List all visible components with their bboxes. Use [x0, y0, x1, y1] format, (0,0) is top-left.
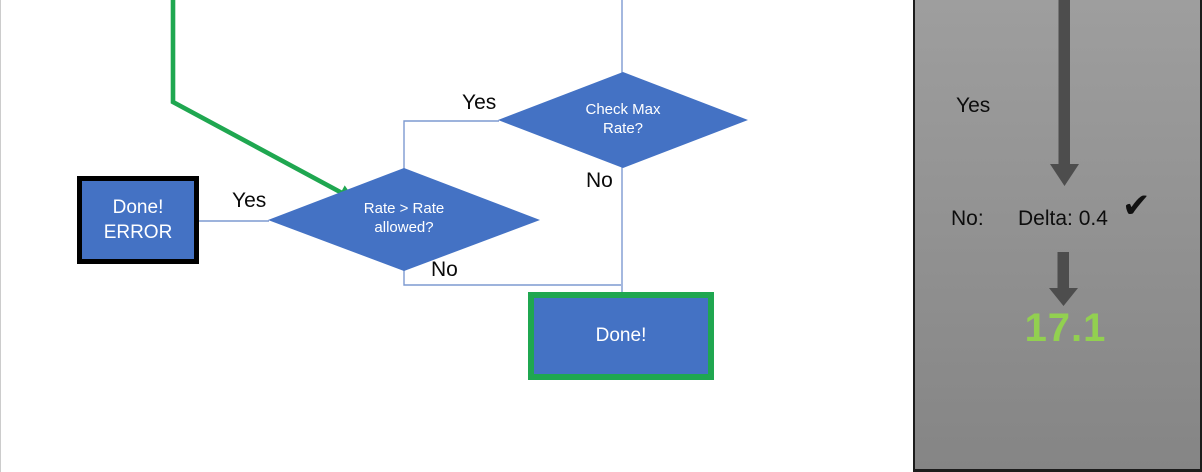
big-arrow-down-icon: [1050, 164, 1079, 186]
decision-check-max-rate: [498, 72, 748, 168]
panel-yes-label: Yes: [956, 94, 991, 117]
panel-no-label: No:: [951, 207, 984, 230]
terminal-done-error-line2: ERROR: [103, 222, 173, 243]
branch-label-checkmax-yes: Yes: [462, 91, 497, 114]
connector-rate-no-to-done: [403, 269, 621, 286]
green-arrow-line: [170, 0, 344, 196]
decision-rate-allowed-line1: Rate > Rate: [363, 200, 445, 217]
panel-result-value: 17.1: [1024, 306, 1107, 350]
decision-check-max-rate-line1: Check Max: [585, 101, 661, 118]
terminal-done-label: Done!: [595, 325, 647, 346]
checkmark-icon: ✔: [1122, 187, 1151, 225]
canvas-left-edge: [0, 0, 1, 472]
terminal-done-error: Done! ERROR: [77, 176, 199, 264]
panel-delta-value: Delta: 0.4: [1018, 207, 1108, 230]
small-arrow-down-icon: [1049, 288, 1078, 306]
terminal-done: Done!: [528, 292, 714, 380]
big-arrow-shaft: [1058, 0, 1070, 165]
small-arrow-shaft: [1057, 252, 1069, 289]
side-panel: [913, 0, 1202, 472]
decision-rate-allowed: [268, 168, 540, 271]
connector-checkmax-yes-to-rate: [403, 120, 499, 169]
branch-label-checkmax-no: No: [586, 169, 613, 192]
branch-label-rate-no: No: [431, 258, 458, 281]
decision-check-max-rate-label: Check Max Rate?: [523, 100, 723, 138]
decision-rate-allowed-line2: allowed?: [374, 219, 434, 236]
decision-check-max-rate-line2: Rate?: [602, 120, 644, 137]
branch-label-rate-yes: Yes: [232, 189, 267, 212]
terminal-done-error-line1: Done!: [112, 197, 164, 218]
decision-rate-allowed-label: Rate > Rate allowed?: [304, 199, 504, 237]
